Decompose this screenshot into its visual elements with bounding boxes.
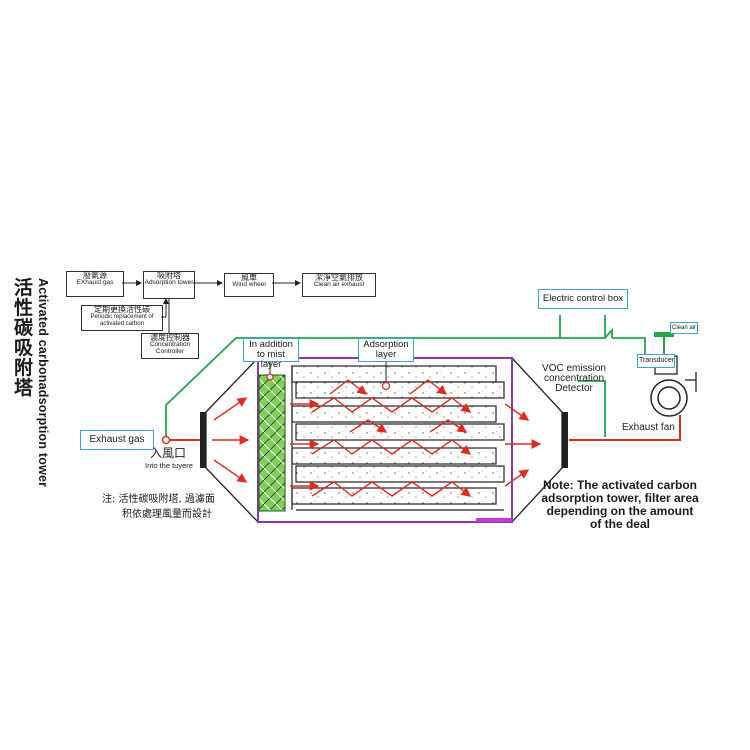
flow-node-replace-cn: 定期更換活性碳: [94, 305, 150, 314]
flow-node-clean-cn: 潔淨空氣排放: [315, 273, 363, 282]
exhaust-fan-label: Exhaust fan: [622, 422, 675, 433]
inlet-sensor-icon: [161, 435, 171, 445]
flow-node-tower-cn: 吸附塔: [157, 271, 181, 280]
english-note: Note: The activated carbon adsorption to…: [541, 478, 699, 531]
flow-node-tower: 吸附塔 Adsorption tower: [143, 271, 195, 299]
voc-detector-label: VOC emission concentration Detector: [542, 363, 606, 394]
chinese-note: 注: 活性碳吸附塔, 過濾面 积依處理風量而設計: [102, 492, 272, 522]
flow-node-replace-en: Periodic replacement of activated carbon: [90, 314, 154, 327]
control-wiring: [165, 315, 646, 437]
adsorption-panels: [291, 365, 505, 505]
electric-control-box: Electric control box: [538, 289, 628, 309]
flow-node-wheel-cn: 風車: [241, 273, 257, 282]
chinese-note-line1: 注: 活性碳吸附塔, 過濾面: [102, 494, 215, 505]
flow-node-replace: 定期更換活性碳 Periodic replacement of activate…: [81, 305, 163, 331]
adsorption-layer-callout: Adsorption layer: [358, 338, 414, 362]
title-english: Activated carbonadsorption tower: [36, 278, 50, 488]
callout-leaders: [266, 356, 391, 391]
mist-layer: [258, 374, 286, 512]
clean-air-callout: Clean air: [670, 322, 698, 334]
flow-node-clean-en: Clean air exhaust: [313, 281, 365, 289]
flow-node-clean: 潔淨空氣排放 Clean air exhaust: [302, 273, 376, 297]
title-chinese: 活性碳吸附塔: [14, 277, 34, 399]
airflow-arrows: [212, 379, 542, 497]
vertical-title: 活性碳吸附塔 Activated carbonadsorption tower: [6, 278, 66, 508]
flow-node-wheel-en: Wind wheel: [232, 281, 266, 289]
chinese-note-line2: 积依處理風量而設計: [122, 509, 212, 520]
flow-node-exhaust-cn: 廢氣源: [83, 271, 107, 280]
flowchart-connectors: [122, 280, 301, 333]
exhaust-fan-icon: [650, 332, 697, 417]
mist-layer-callout: In addition to mist layer: [243, 338, 299, 369]
flow-node-controller: 濃度控制器 Concentration Controller: [141, 333, 199, 359]
flow-node-tower-en: Adsorption tower: [144, 279, 194, 287]
flow-node-controller-cn: 濃度控制器: [150, 333, 190, 342]
flow-node-exhaust: 廢氣源 EXhaust gas: [66, 271, 124, 297]
inlet-label-en: Into the tuyere: [145, 461, 193, 470]
flow-node-exhaust-en: EXhaust gas: [76, 279, 114, 287]
outlet-pipe: [569, 415, 681, 441]
flow-node-controller-en: Concentration Controller: [149, 341, 191, 356]
inlet-label-cn: 入風口: [150, 446, 187, 460]
flow-node-wheel: 風車 Wind wheel: [224, 273, 274, 297]
exhaust-gas-label: Exhaust gas: [80, 430, 154, 450]
transducer-callout: Transducer: [637, 354, 675, 368]
